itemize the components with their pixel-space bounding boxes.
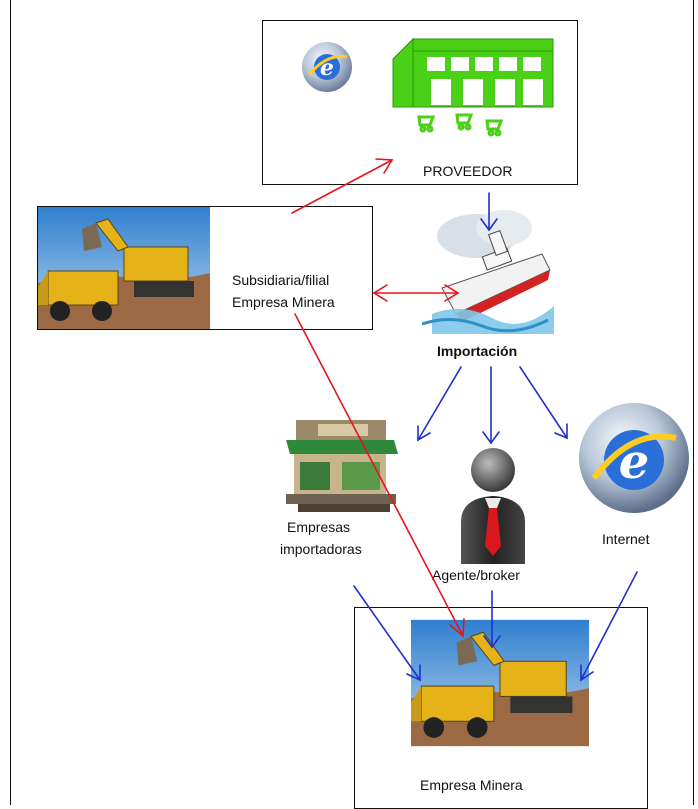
- proveedor-label: PROVEEDOR: [423, 163, 513, 179]
- empresas-importadoras-label-line2: importadoras: [280, 541, 362, 557]
- arrow-importacion-to-agente: [482, 366, 500, 445]
- arrow-subsidiaria-to-empresa-minera: [294, 313, 465, 638]
- arrow-importacion-to-internet: [519, 366, 568, 440]
- agente-label: Agente/broker: [432, 567, 520, 583]
- cargo-ship-icon: [422, 210, 554, 334]
- arrow-proveedor-to-importacion: [480, 192, 498, 232]
- importacion-label: Importación: [437, 343, 518, 359]
- empresa-minera-label: Empresa Minera: [420, 777, 523, 793]
- subsidiaria-box: Subsidiaria/filial Empresa Minera: [37, 206, 373, 330]
- diagram-frame: [10, 0, 694, 805]
- arrow-subsidiaria-to-proveedor: [291, 158, 394, 214]
- excavator-truck-photo: [411, 619, 589, 747]
- supermarket-store-icon: [392, 37, 554, 137]
- proveedor-box: e PROVEEDOR: [262, 20, 578, 185]
- internet-label: Internet: [602, 531, 650, 547]
- empresa-minera-box: Empresa Minera: [354, 607, 648, 809]
- arrow-importacion-to-empresas: [417, 366, 462, 442]
- empresas-importadoras-label-line1: Empresas: [287, 519, 351, 535]
- internet-explorer-icon: e: [302, 42, 352, 92]
- storefront-icon: [286, 420, 398, 512]
- arrow-subsidiaria-importacion: [372, 284, 460, 302]
- arrow-internet-to-empresa-minera: [580, 571, 638, 682]
- excavator-truck-photo: [38, 207, 210, 329]
- arrow-agente-to-empresa-minera: [483, 590, 501, 649]
- person-broker-icon: [461, 448, 525, 564]
- arrow-empresas-to-empresa-minera: [353, 585, 421, 682]
- subsidiaria-label-line1: Subsidiaria/filial: [232, 272, 330, 288]
- subsidiaria-label-line2: Empresa Minera: [232, 294, 335, 310]
- internet-explorer-icon: e: [579, 403, 689, 513]
